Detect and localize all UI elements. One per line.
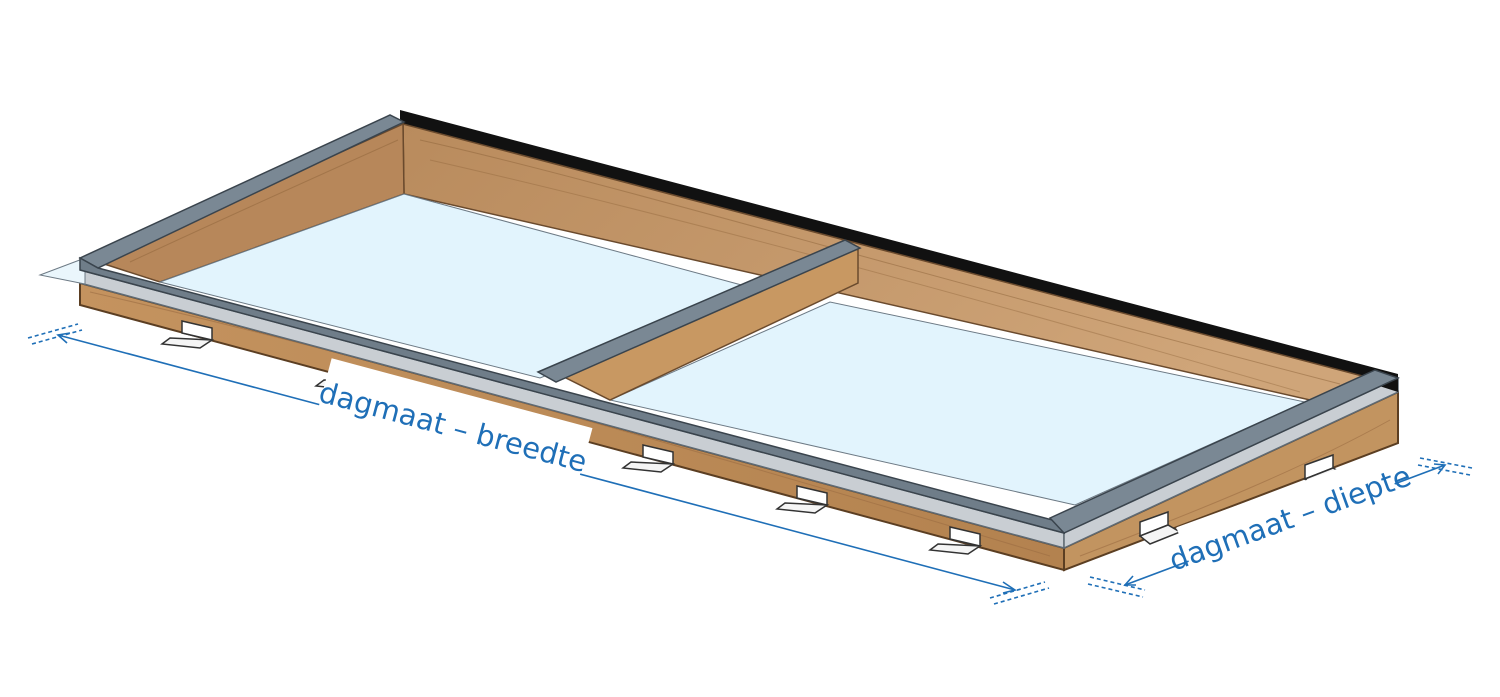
frame-profiles bbox=[78, 114, 1400, 535]
frame-right-profile bbox=[1048, 369, 1400, 534]
setting-block bbox=[928, 526, 983, 555]
glass-overhang-left bbox=[38, 257, 86, 285]
setting-block bbox=[621, 444, 676, 473]
depth-arrow-end bbox=[1433, 463, 1447, 475]
divider-top-profile bbox=[536, 239, 862, 383]
setting-block bbox=[160, 320, 215, 349]
setting-block bbox=[775, 485, 830, 514]
width-arrow-end bbox=[1002, 581, 1017, 594]
middle-divider bbox=[536, 239, 862, 401]
